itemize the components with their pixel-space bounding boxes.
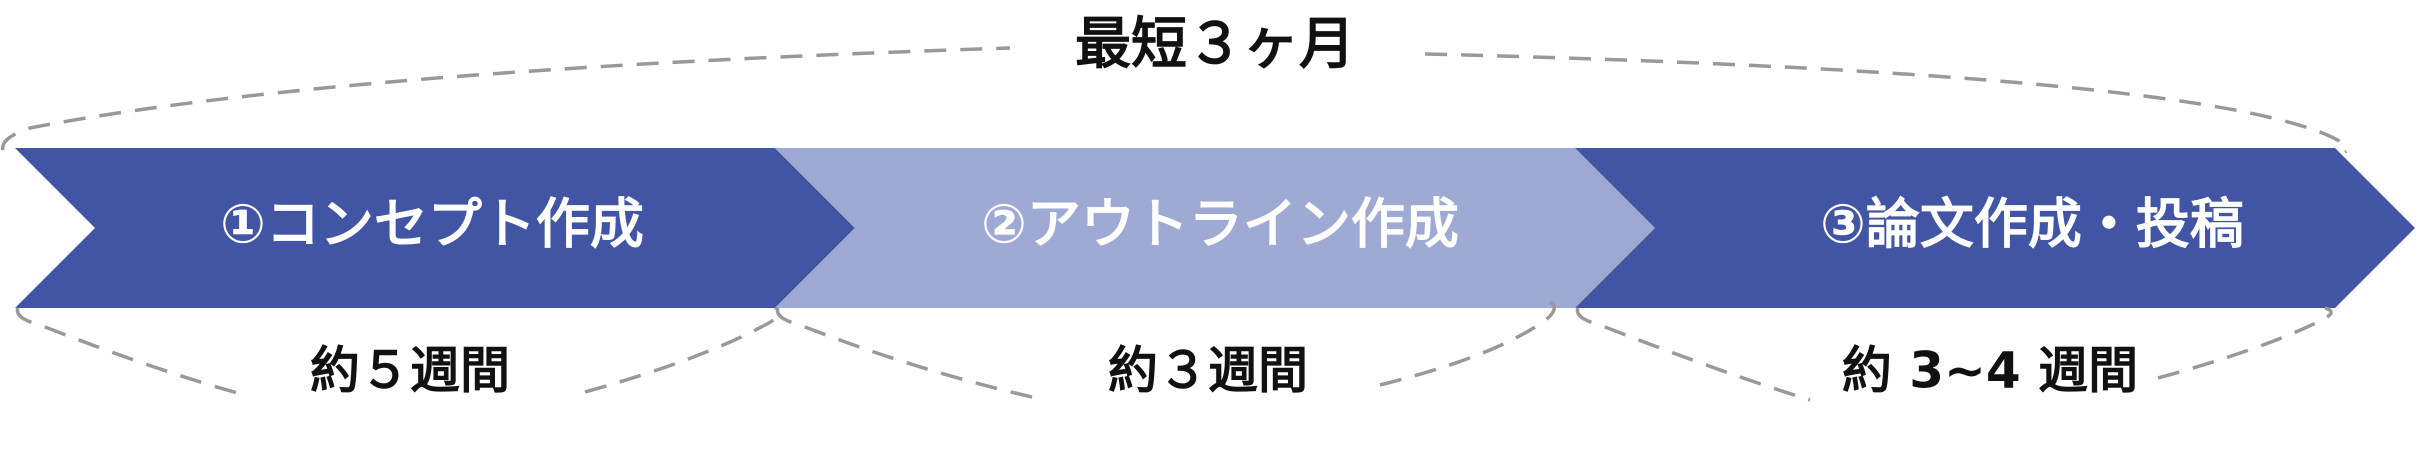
phase-2-brace-left: [775, 307, 1046, 402]
phase-3-label: ③論文作成・投稿: [1820, 193, 2244, 256]
phase-3-arrow: [1575, 148, 2415, 308]
phase-3-duration: 約 3~4 週間: [1842, 342, 2138, 400]
total-brace-left: [1, 46, 1011, 151]
phase-1-arrow: [15, 148, 855, 308]
phase-1-label: ①コンセプト作成: [220, 193, 644, 256]
phase-2-arrow: [775, 148, 1655, 308]
total-duration-label: 最短３ヶ月: [1075, 12, 1355, 77]
phase-1-duration: 約５週間: [310, 342, 510, 400]
phase-3-brace-right: [2157, 306, 2333, 380]
phase-1-brace-left: [15, 307, 246, 397]
phase-2-label: ②アウトライン作成: [981, 193, 1459, 256]
total-brace-right: [1424, 52, 2349, 154]
phase-3-brace-left: [1575, 307, 1811, 402]
phase-2-duration: 約３週間: [1108, 342, 1308, 400]
phase-2-brace-right: [1379, 298, 1556, 387]
phase-1-brace-right: [584, 306, 781, 394]
